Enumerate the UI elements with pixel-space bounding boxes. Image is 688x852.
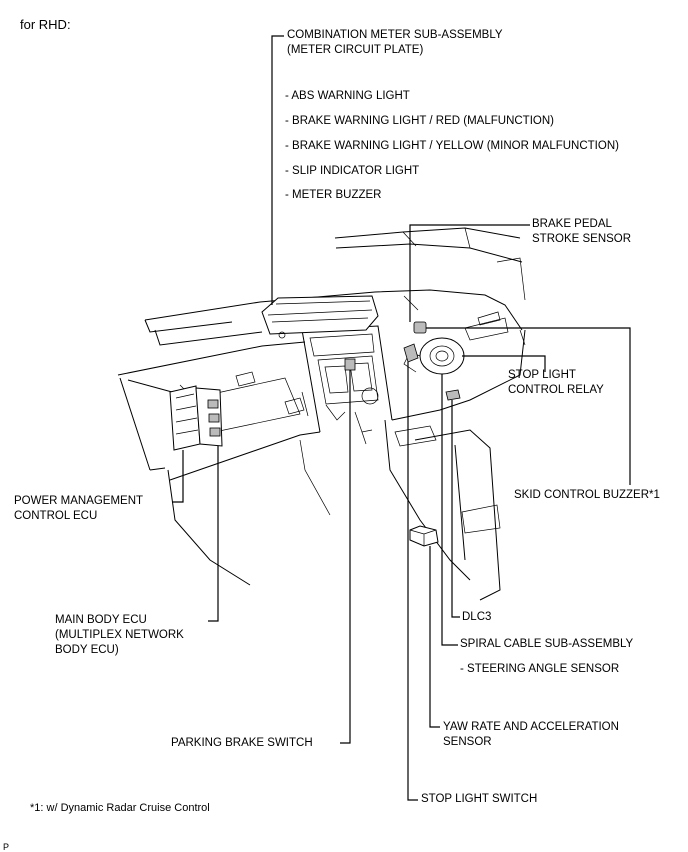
stop-light-switch-part xyxy=(403,343,419,363)
parking-brake-switch-part xyxy=(344,358,356,371)
meter-buzzer-label: - METER BUZZER xyxy=(285,189,382,201)
yaw-rate-sensor-label: YAW RATE AND ACCELERATION SENSOR xyxy=(443,721,619,748)
brake-pedal-stroke-sensor-part xyxy=(413,321,427,334)
steering-angle-sensor-label: - STEERING ANGLE SENSOR xyxy=(460,663,620,675)
combination-meter-part xyxy=(261,295,379,339)
brake-warning-red-label: - BRAKE WARNING LIGHT / RED (MALFUNCTION… xyxy=(285,115,554,127)
slip-indicator-label: - SLIP INDICATOR LIGHT xyxy=(285,165,420,177)
footnote: *1: w/ Dynamic Radar Cruise Control xyxy=(30,802,210,814)
stop-light-control-relay-label: STOP LIGHT CONTROL RELAY xyxy=(508,369,604,396)
power-management-ecu-label: POWER MANAGEMENT CONTROL ECU xyxy=(14,495,144,522)
dlc3-part xyxy=(445,389,461,401)
leader-lines xyxy=(172,35,631,801)
spiral-cable-label: SPIRAL CABLE SUB-ASSEMBLY xyxy=(460,638,634,650)
main-body-ecu-part xyxy=(195,387,223,447)
abs-warning-light-label: - ABS WARNING LIGHT xyxy=(285,90,410,102)
combination-meter-label: COMBINATION METER SUB-ASSEMBLY (METER CI… xyxy=(287,29,503,56)
yaw-rate-sensor-part xyxy=(409,525,439,547)
reference-mark: P xyxy=(3,842,10,852)
dlc3-label: DLC3 xyxy=(462,611,492,623)
power-management-ecu-part xyxy=(169,385,201,451)
brake-warning-yellow-label: - BRAKE WARNING LIGHT / YELLOW (MINOR MA… xyxy=(285,140,619,152)
parking-brake-switch-label: PARKING BRAKE SWITCH xyxy=(171,737,313,749)
skid-control-buzzer-label: SKID CONTROL BUZZER*1 xyxy=(514,489,660,501)
diagram-heading: for RHD: xyxy=(20,17,71,32)
stop-light-switch-label: STOP LIGHT SWITCH xyxy=(421,793,538,805)
main-body-ecu-label: MAIN BODY ECU (MULTIPLEX NETWORK BODY EC… xyxy=(55,614,184,656)
brake-pedal-stroke-sensor-label: BRAKE PEDAL STROKE SENSOR xyxy=(532,218,632,245)
